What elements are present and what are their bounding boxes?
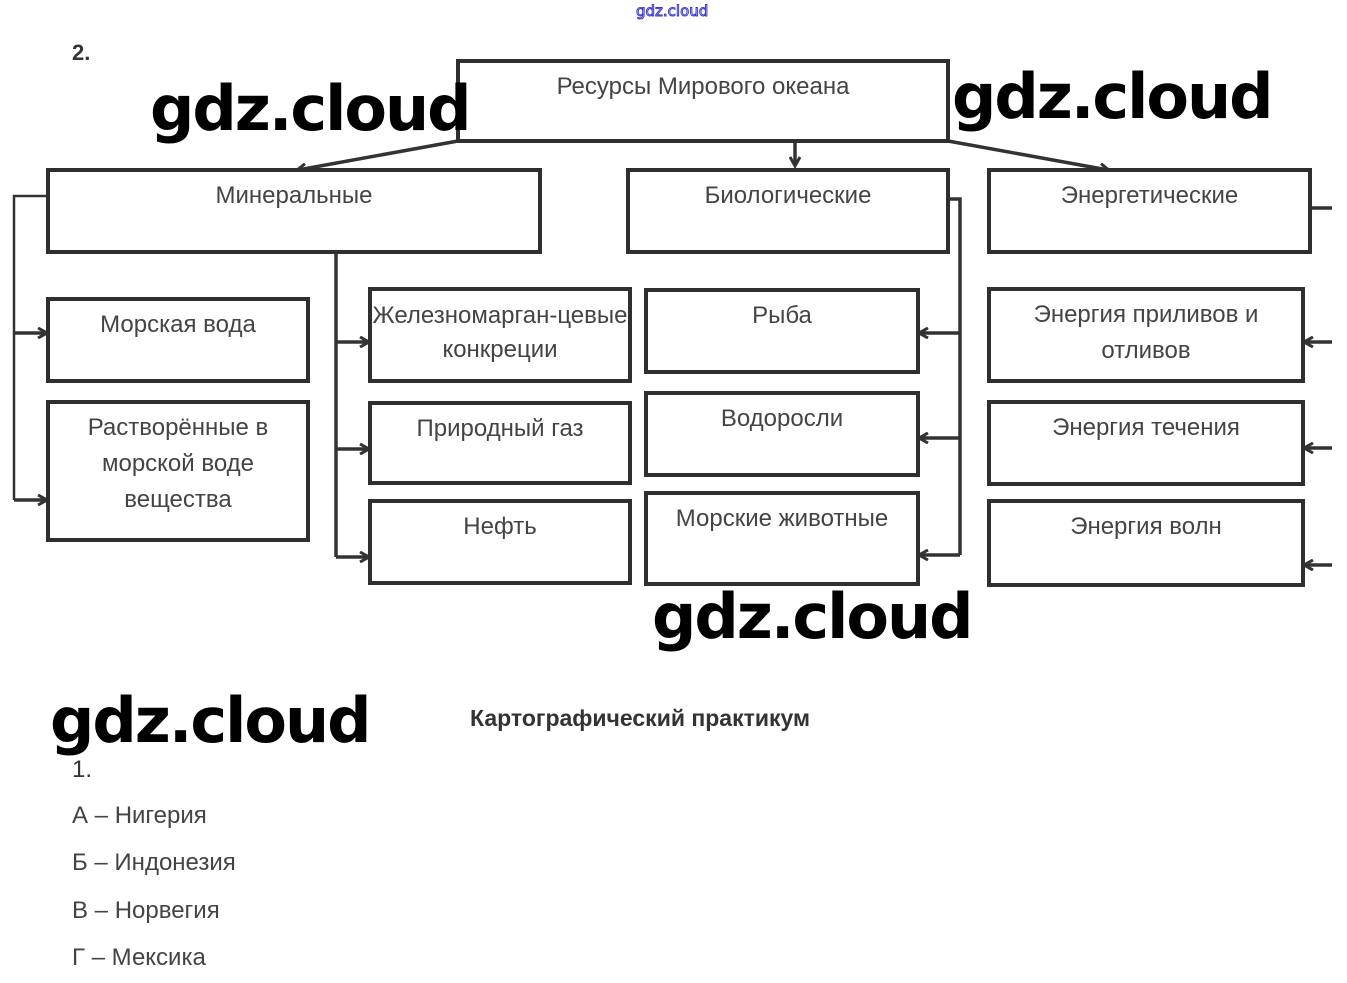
watermark: gdz.cloud — [952, 60, 1274, 133]
item-marine-animals: Морские животные — [644, 491, 920, 586]
watermark: gdz.cloud — [50, 684, 372, 757]
answer-item: Б – Индонезия — [72, 849, 236, 876]
answer-item: В – Норвегия — [72, 897, 220, 924]
root-box: Ресурсы Мирового океана — [456, 59, 950, 143]
answer-item: Г – Мексика — [72, 944, 206, 971]
category-mineral: Минеральные — [46, 168, 542, 254]
item-oil: Нефть — [368, 499, 632, 585]
item-wave-energy: Энергия волн — [987, 499, 1305, 587]
arrow-root-mineral — [298, 139, 459, 170]
item-current-energy: Энергия течения — [987, 400, 1305, 486]
item-natural-gas: Природный газ — [368, 401, 632, 485]
arrow-root-energy — [947, 139, 1108, 170]
item-sea-water: Морская вода — [46, 297, 310, 383]
practicum-number: 1. — [72, 756, 93, 783]
watermark: gdz.cloud — [150, 72, 472, 145]
item-algae: Водоросли — [644, 391, 920, 477]
task-number: 2. — [72, 40, 91, 65]
site-link[interactable]: gdz.cloud — [635, 2, 709, 21]
item-nodules: Железномарган-цевые конкреции — [368, 287, 632, 383]
answer-item: А – Нигерия — [72, 802, 207, 829]
item-dissolved-substances: Растворённые в морской воде вещества — [46, 400, 310, 542]
category-energy: Энергетические — [987, 168, 1312, 254]
item-fish: Рыба — [644, 288, 920, 374]
category-biological: Биологические — [626, 168, 950, 254]
item-tidal-energy: Энергия приливов и отливов — [987, 287, 1305, 383]
watermark: gdz.cloud — [652, 580, 974, 653]
practicum-heading: Картографический практикум — [470, 705, 811, 731]
